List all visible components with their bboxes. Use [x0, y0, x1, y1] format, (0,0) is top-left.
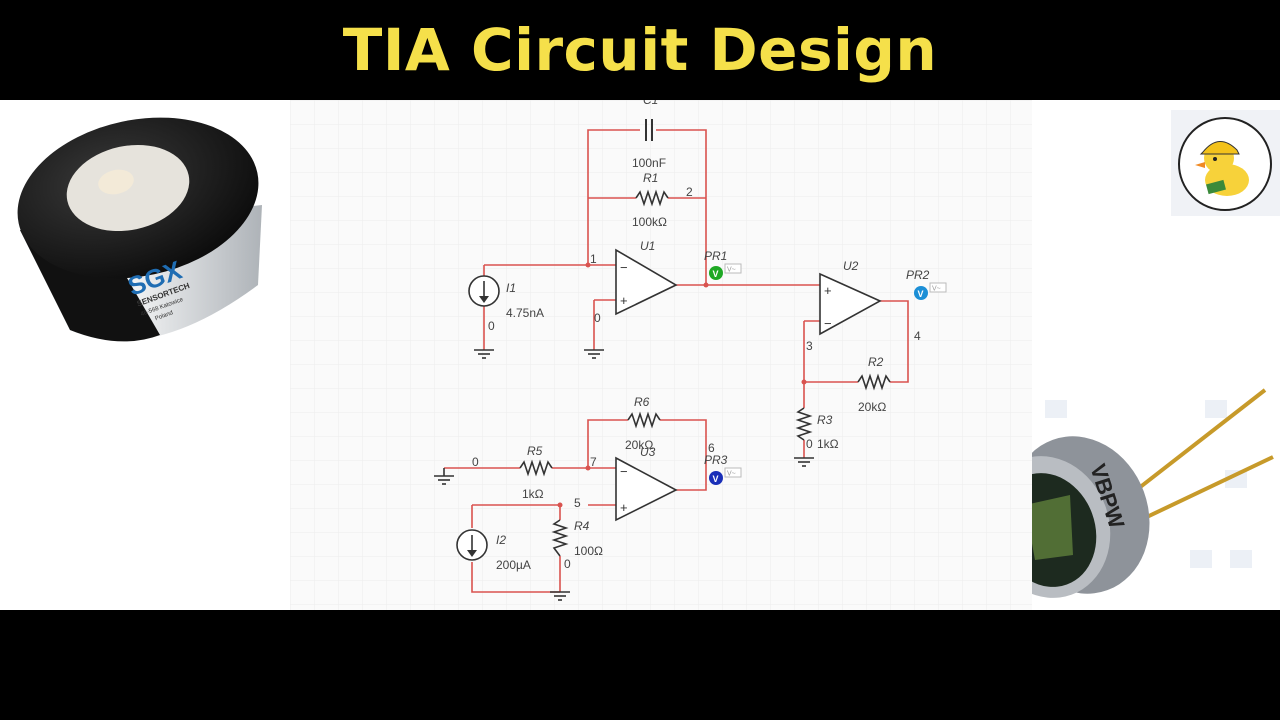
- node-label: 0: [564, 557, 571, 571]
- pr2-name: PR2: [906, 268, 930, 282]
- r5-name: R5: [527, 444, 543, 458]
- node-label: 2: [686, 185, 693, 199]
- svg-text:−: −: [824, 316, 832, 331]
- ground-icon: [474, 349, 494, 359]
- ground-icon: [434, 468, 454, 485]
- svg-text:−: −: [620, 464, 628, 479]
- u2-name: U2: [843, 259, 859, 273]
- node-label: 3: [806, 339, 813, 353]
- resistor-r5[interactable]: [519, 459, 553, 477]
- c1-value: 100nF: [632, 156, 666, 170]
- node-label: 4: [914, 329, 921, 343]
- r1-value: 100kΩ: [632, 215, 667, 229]
- current-source-i2[interactable]: [456, 529, 488, 561]
- wires: [444, 129, 909, 593]
- schematic-canvas: C1 100nF R1 100kΩ R2 20kΩ R3 1kΩ R6 20kΩ…: [290, 100, 1032, 610]
- svg-text:−: −: [620, 260, 628, 275]
- svg-text:V~: V~: [727, 267, 736, 274]
- i2-name: I2: [496, 533, 506, 547]
- title-bar: TIA Circuit Design: [0, 0, 1280, 100]
- capacitor-c1[interactable]: [645, 119, 653, 141]
- r2-name: R2: [868, 355, 884, 369]
- svg-text:V~: V~: [727, 471, 736, 478]
- svg-text:V~: V~: [932, 286, 941, 293]
- channel-logo: [1171, 110, 1280, 216]
- resistor-r3[interactable]: [795, 407, 813, 441]
- u3-name: U3: [640, 445, 656, 459]
- r1-name: R1: [643, 171, 658, 185]
- probe-pr3[interactable]: V V~: [709, 467, 742, 485]
- resistor-r4[interactable]: [551, 519, 569, 557]
- ground-icon: [584, 349, 604, 359]
- u1-name: U1: [640, 239, 655, 253]
- svg-text:+: +: [620, 500, 628, 515]
- r6-name: R6: [634, 395, 650, 409]
- gas-sensor-image: SGX SENSORTECH 48-568 Katowice Poland: [17, 117, 262, 342]
- bottom-bar: [0, 610, 1280, 720]
- resistor-r1[interactable]: [635, 189, 669, 207]
- i2-value: 200µA: [496, 558, 531, 572]
- ground-icon: [794, 457, 814, 467]
- hardhat-icon: [1199, 141, 1240, 155]
- svg-text:+: +: [620, 293, 628, 308]
- resistor-r2[interactable]: [857, 373, 891, 391]
- r3-value: 1kΩ: [817, 437, 839, 451]
- r3-name: R3: [817, 413, 833, 427]
- circuit-board-icon: [1206, 179, 1226, 195]
- node-label: 1: [590, 252, 597, 266]
- r4-value: 100Ω: [574, 544, 603, 558]
- probe-pr1[interactable]: V V~: [709, 263, 742, 280]
- c1-name: C1: [643, 100, 658, 107]
- node-label: 5: [574, 496, 581, 510]
- r4-name: R4: [574, 519, 590, 533]
- lead-2: [1129, 455, 1274, 527]
- lead-1: [1128, 388, 1267, 497]
- node-label: 0: [472, 455, 479, 469]
- ground-icon: [550, 591, 570, 601]
- node-label: 0: [806, 437, 813, 451]
- node-label: 6: [708, 441, 715, 455]
- svg-text:V: V: [713, 474, 719, 484]
- r2-value: 20kΩ: [858, 400, 886, 414]
- video-title: TIA Circuit Design: [342, 16, 938, 84]
- probe-pr2[interactable]: V V~: [914, 282, 947, 300]
- r5-value: 1kΩ: [522, 487, 544, 501]
- current-source-i1[interactable]: [468, 275, 500, 307]
- opamp-u2[interactable]: + −: [819, 272, 882, 336]
- resistor-r6[interactable]: [627, 411, 661, 429]
- i1-value: 4.75nA: [506, 306, 544, 320]
- svg-text:V: V: [918, 289, 924, 299]
- opamp-u3[interactable]: − +: [615, 456, 678, 522]
- svg-text:+: +: [824, 283, 832, 298]
- node-label: 0: [594, 311, 601, 325]
- node-label: 0: [488, 319, 495, 333]
- pr1-name: PR1: [704, 249, 727, 263]
- r6-value: 20kΩ: [625, 438, 653, 452]
- pr3-name: PR3: [704, 453, 728, 467]
- svg-text:V: V: [713, 269, 719, 279]
- node-label: 7: [590, 455, 597, 469]
- i1-name: I1: [506, 281, 516, 295]
- opamp-u1[interactable]: − +: [615, 248, 678, 316]
